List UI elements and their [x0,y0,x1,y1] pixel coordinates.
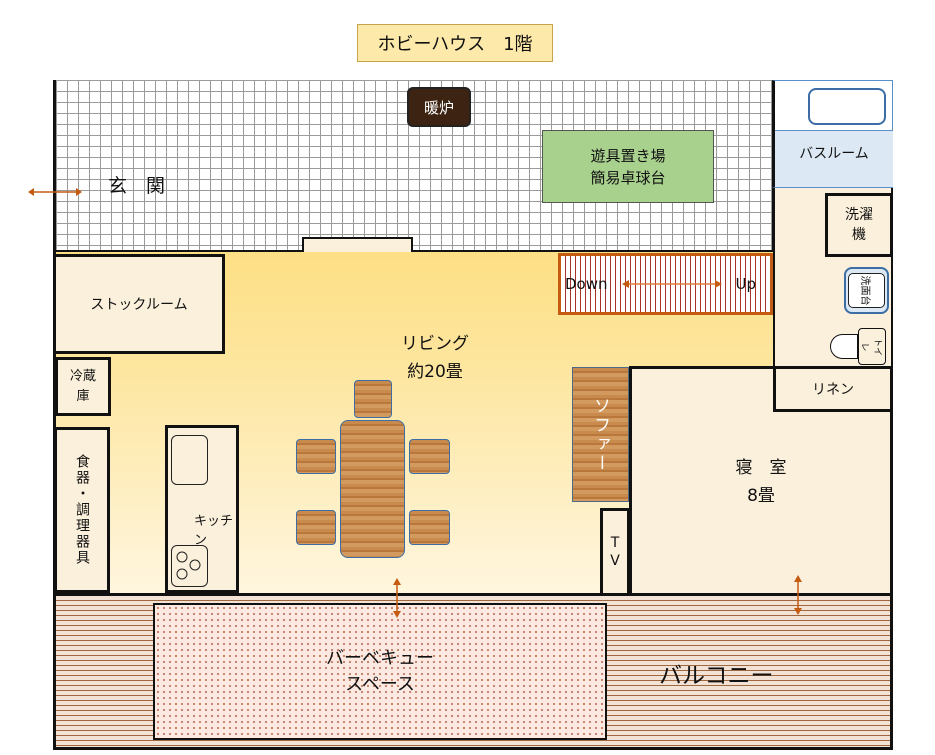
stairs-down-label: Down [565,275,608,293]
dish-cabinet: 食器・調理器具 [54,427,110,593]
play-storage: 遊具置き場 簡易卓球台 [542,130,714,203]
bathroom: バスルーム [772,80,893,188]
chair [354,380,392,418]
sofa: ソファー [572,367,629,502]
fireplace: 暖炉 [407,87,471,127]
living-label: リビング約20畳 [385,330,485,386]
refrigerator: 冷蔵庫 [55,357,111,416]
washbasin-label: 洗面台 [848,273,885,308]
table-tennis-label: 簡易卓球台 [590,168,666,187]
bbq-label: バーベキュー [326,647,434,669]
living-size: 約20畳 [407,362,463,382]
fridge-label-2: 庫 [76,388,90,404]
linen-closet: リネン [773,366,893,412]
entrance-arrow-icon [28,182,82,196]
washbasin: 洗面台 [844,267,889,314]
stock-room: ストックルーム [53,254,225,354]
toilet-label: トイレ [858,328,886,365]
bathtub [808,88,886,125]
plan-title: ホビーハウス 1階 [357,24,553,62]
fridge-label: 冷蔵 [69,368,96,384]
balcony-access-arrow-icon [392,578,402,622]
chair [296,439,336,474]
living-name: リビング [401,334,469,354]
kitchen-label: キッチン [194,514,234,548]
toilet-icon: トイレ [830,328,886,365]
tv: TV [600,508,630,594]
balcony-label: バルコニー [659,663,774,689]
chair [409,439,450,474]
stairs-up-label: Up [735,275,756,293]
stairs-arrow-icon [621,280,722,288]
washing-machine: 洗濯機 [825,193,893,257]
kitchen: キッチン [165,425,239,593]
bbq-space: バーベキュースペース [153,603,607,740]
chair [409,510,450,545]
stove-icon [171,545,208,587]
bedroom-name: 寝 室 [735,457,787,478]
chair [296,510,336,545]
dining-table [340,420,405,558]
play-storage-label: 遊具置き場 [590,146,666,165]
bedroom-balcony-arrow-icon [793,575,803,619]
sink-icon [171,435,208,485]
toilet-text: トイレ [859,337,882,356]
bbq-label-2: スペース [345,673,415,695]
entrance-label: 玄 関 [108,175,166,197]
entrance-door [302,237,413,253]
bedroom-size: 8畳 [747,485,775,506]
washer-label: 洗濯 [845,207,873,223]
washer-label-2: 機 [852,227,866,243]
bathroom-label: バスルーム [775,130,893,187]
staircase[interactable]: Down Up [558,253,773,315]
